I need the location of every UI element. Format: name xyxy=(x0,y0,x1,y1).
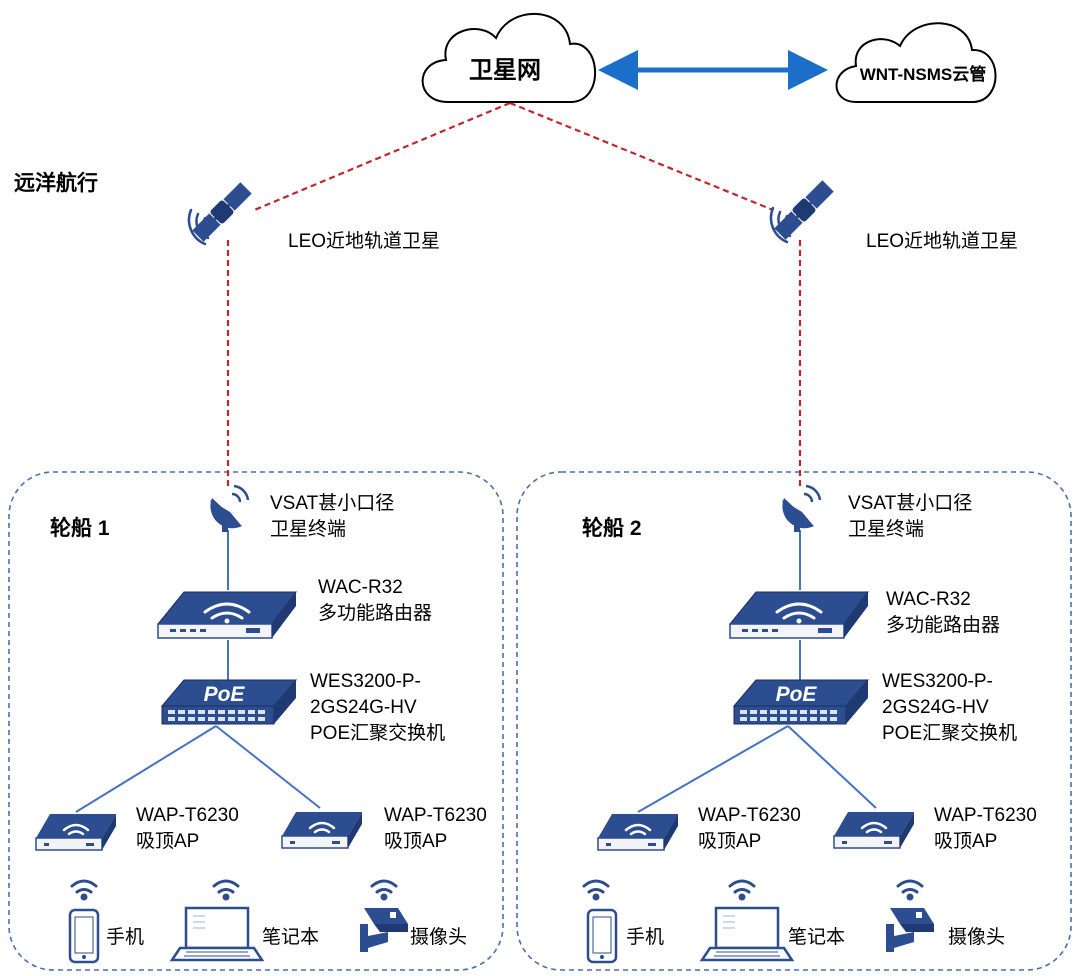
wifi-phone-2-icon xyxy=(582,879,610,901)
ship-2-title: 轮船 2 xyxy=(582,517,642,540)
wifi-phone-1-icon xyxy=(70,879,98,901)
link-switch-ap-left-2 xyxy=(637,725,789,813)
cloud-mgmt-label: WNT-NSMS云管 xyxy=(859,65,987,84)
satellite-net-label: 卫星网 xyxy=(469,57,541,84)
laptop-1-label: 笔记本 xyxy=(262,927,320,948)
poe-switch-1-icon xyxy=(160,679,298,725)
phone-1-label: 手机 xyxy=(106,927,145,948)
laptop-2-icon xyxy=(699,906,795,962)
wifi-camera-2-icon xyxy=(896,879,924,901)
ship-1-boundary xyxy=(8,471,504,971)
ship-2-boundary xyxy=(516,471,1072,971)
poe-switch-2-icon xyxy=(732,679,870,725)
scenario-label: 远洋航行 xyxy=(14,172,98,195)
cloud-mgmt-cloud-icon xyxy=(835,22,997,103)
satellite-left-signal-icon xyxy=(187,208,213,246)
phone-2-icon xyxy=(586,908,618,964)
satellite-net-cloud-icon xyxy=(421,13,596,103)
ap-1-right-label-line1: WAP-T6230 xyxy=(384,805,487,826)
link-switch-ap-left-1 xyxy=(75,725,217,813)
router-2-label-line2: 多功能路由器 xyxy=(886,615,1001,636)
ap-1-left-label-line2: 吸顶AP xyxy=(136,831,200,852)
camera-2-icon xyxy=(886,908,934,952)
phone-2-label: 手机 xyxy=(626,927,665,948)
camera-1-icon xyxy=(360,908,408,952)
switch-1-label-line3: POE汇聚交换机 xyxy=(310,723,446,744)
link-cloud-to-sat-right xyxy=(509,101,774,212)
phone-1-icon xyxy=(68,908,100,964)
switch-2-label-line3: POE汇聚交换机 xyxy=(882,723,1018,744)
vsat-dish-2-icon xyxy=(782,484,822,532)
ap-1-right-label-line2: 吸顶AP xyxy=(384,831,448,852)
ship-1-title: 轮船 1 xyxy=(50,517,110,540)
satellite-right-icon xyxy=(774,180,834,240)
satellite-right-signal-icon xyxy=(769,206,795,244)
wifi-laptop-1-icon xyxy=(212,879,240,901)
camera-1-label: 摄像头 xyxy=(410,927,468,948)
poe-badge-2: PoE xyxy=(776,683,818,706)
vsat-dish-1-icon xyxy=(210,484,250,532)
vsat-1-label-line1: VSAT甚小口径 xyxy=(270,493,395,514)
satellite-right-label: LEO近地轨道卫星 xyxy=(866,231,1019,252)
ap-1-left-icon xyxy=(35,814,116,851)
wifi-laptop-2-icon xyxy=(728,879,756,901)
router-1-label-line1: WAC-R32 xyxy=(318,577,403,598)
vsat-2-label-line2: 卫星终端 xyxy=(848,519,925,540)
router-1-icon xyxy=(156,591,297,639)
router-2-icon xyxy=(728,591,869,639)
ap-2-left-label-line2: 吸顶AP xyxy=(698,831,762,852)
vsat-1-label-line2: 卫星终端 xyxy=(270,519,347,540)
ap-1-left-label-line1: WAP-T6230 xyxy=(136,805,239,826)
link-switch-ap-right-2 xyxy=(787,725,877,809)
switch-1-label-line2: 2GS24G-HV xyxy=(310,697,417,718)
switch-2-label-line1: WES3200-P- xyxy=(882,671,993,692)
camera-2-label: 摄像头 xyxy=(948,927,1006,948)
ap-2-right-icon xyxy=(833,812,914,849)
wifi-camera-1-icon xyxy=(370,879,398,901)
router-1-label-line2: 多功能路由器 xyxy=(318,603,433,624)
link-switch-ap-right-1 xyxy=(215,725,321,809)
ap-2-right-label-line1: WAP-T6230 xyxy=(934,805,1037,826)
switch-2-label-line2: 2GS24G-HV xyxy=(882,697,989,718)
vsat-2-label-line1: VSAT甚小口径 xyxy=(848,493,973,514)
laptop-2-label: 笔记本 xyxy=(788,927,846,948)
satellite-left-label: LEO近地轨道卫星 xyxy=(288,231,441,252)
ap-2-left-label-line1: WAP-T6230 xyxy=(698,805,801,826)
router-2-label-line1: WAC-R32 xyxy=(886,589,971,610)
ap-2-left-icon xyxy=(597,814,678,851)
laptop-1-icon xyxy=(169,906,265,962)
link-cloud-to-sat-left xyxy=(251,101,511,213)
ap-2-right-label-line2: 吸顶AP xyxy=(934,831,998,852)
ap-1-right-icon xyxy=(281,812,362,849)
switch-1-label-line1: WES3200-P- xyxy=(310,671,421,692)
poe-badge-1: PoE xyxy=(204,683,246,706)
